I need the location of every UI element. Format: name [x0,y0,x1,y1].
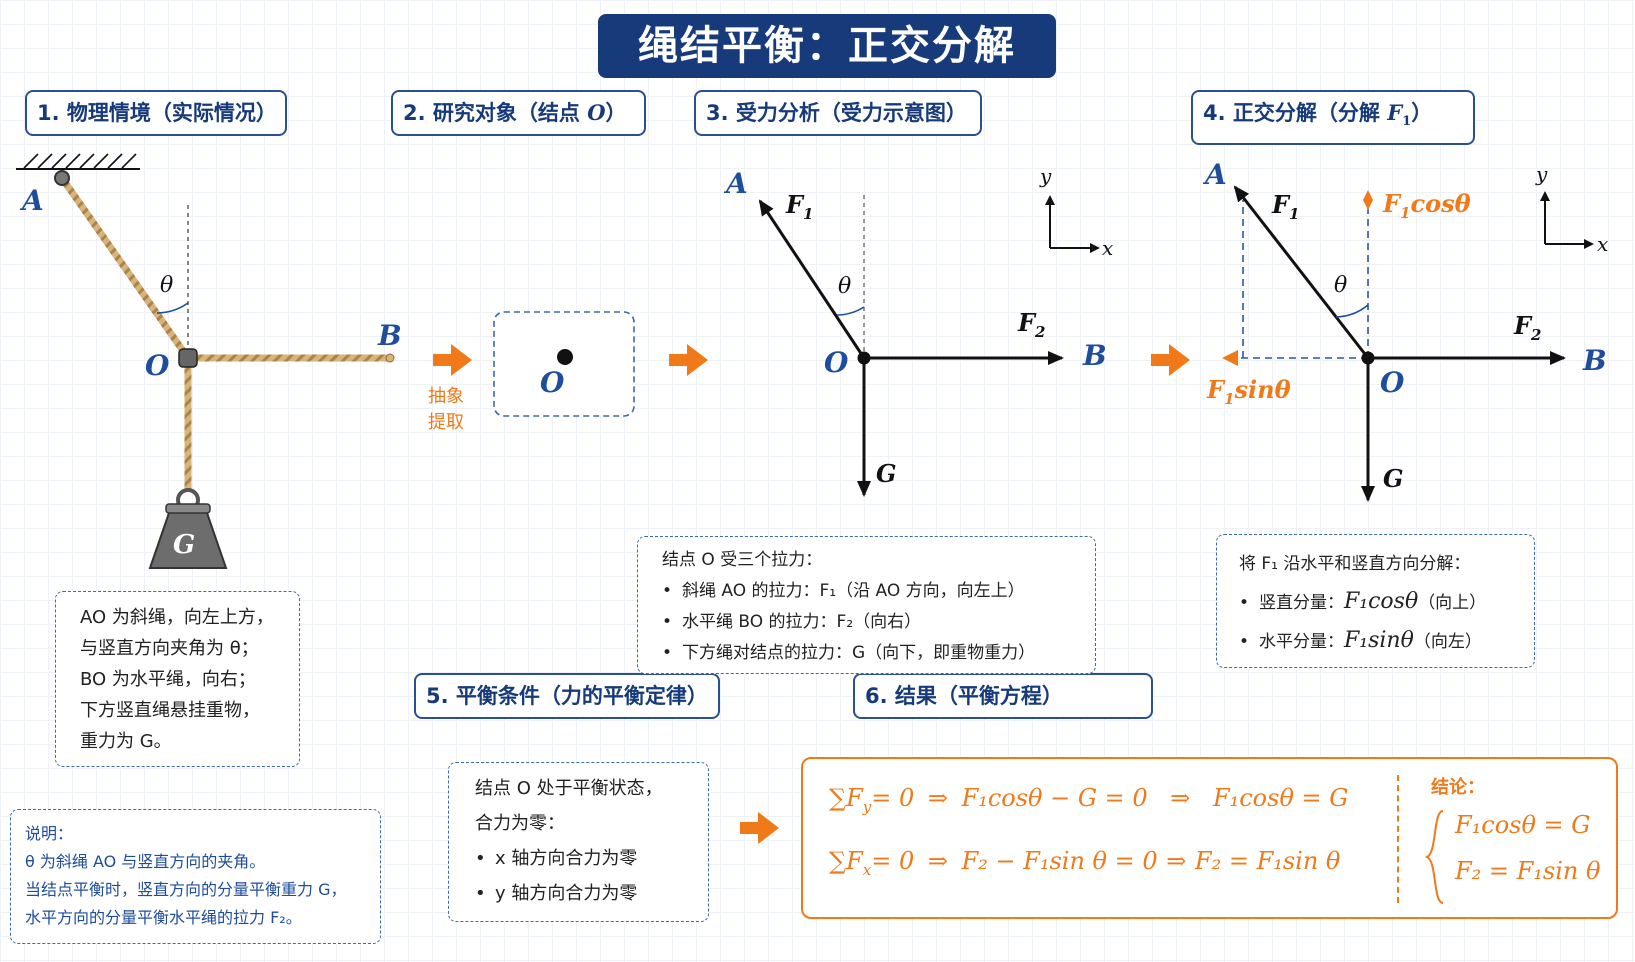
knot-O [178,348,198,368]
decomp-theta-arc [1335,304,1369,318]
scene-theta-arc [156,302,189,314]
decomp-note-vertical: 竖直分量：F₁cosθ（向上） [1239,583,1534,622]
fbd-label-theta: θ [838,274,851,299]
decomp-arrow-sin-head [1222,350,1238,366]
scene-note-line: 下方竖直绳悬挂重物， [80,700,260,721]
forces-note: 结点 O 受三个拉力： 斜绳 AO 的拉力：F₁（沿 AO 方向，向左上） 水平… [637,536,1096,674]
decomp-label-F1cos: F1cosθ [1382,189,1471,222]
forces-note-item: 斜绳 AO 的拉力：F₁（沿 AO 方向，向左上） [662,576,1095,607]
balance-note-line: 结点 O 处于平衡状态， [475,778,663,799]
rope-B-end [385,353,395,363]
section-header-4-suffix: ） [1411,101,1433,125]
decomp-label-B: B [1582,344,1607,377]
result-row-x: ∑Fx= 0 ⇒ F₂ − F₁sin θ = 0 ⇒ F₂ = F₁sin θ [829,847,1341,879]
section-header-5: 5. 平衡条件（力的平衡定律） [414,673,720,719]
decomp-label-F1sin: F1sinθ [1206,375,1291,408]
scene-label-theta: θ [160,273,173,298]
flow-arrow-2 [669,344,708,376]
decomp-label-O: O [1380,366,1405,399]
section-header-2: 2. 研究对象（结点 O） [391,90,646,136]
fbd-point-O [857,351,871,365]
scene-note-line: BO 为水平绳，向右； [80,669,256,690]
decomp-axis-x: x [1597,232,1608,256]
fbd-theta-arc [836,306,865,316]
decomp-label-G: G [1383,464,1404,493]
fbd-label-O: O [824,346,849,379]
flow-arrow-4 [740,812,779,844]
flow-arrow-3 [1151,344,1190,376]
result-divider [1397,775,1399,903]
rope-AO [58,174,192,362]
explain-box: 说明： θ 为斜绳 AO 与竖直方向的夹角。 当结点平衡时，竖直方向的分量平衡重… [10,809,381,944]
fbd-label-F1: F1 [785,190,813,223]
explain-line: 当结点平衡时，竖直方向的分量平衡重力 G， [25,880,347,899]
section-header-2-var: O [587,100,606,125]
conclusion-head: 结论： [1431,777,1485,798]
section-header-4-var: F [1387,100,1403,125]
section-header-6: 6. 结果（平衡方程） [853,673,1153,719]
decomp-note: 将 F₁ 沿水平和竖直方向分解： 竖直分量：F₁cosθ（向上） 水平分量：F₁… [1216,534,1535,668]
fbd-label-G: G [876,459,897,488]
section-header-2-prefix: 2. 研究对象（结点 [403,101,588,125]
scene-note-line: 重力为 G。 [80,731,172,752]
fbd-axis-x: x [1102,236,1113,260]
section-header-4-sub: 1 [1402,114,1412,130]
weight-top [165,503,211,514]
fbd-axis-y: y [1039,164,1052,188]
object-point-O [557,349,573,365]
result-row-y: ∑Fy= 0 ⇒ F₁cosθ − G = 0 ⇒ F₁cosθ = G [829,784,1349,816]
decomp-point-O [1361,351,1375,365]
section-header-3: 3. 受力分析（受力示意图） [694,90,982,136]
decomp-label-A: A [1202,158,1227,191]
result-box: ∑Fy= 0 ⇒ F₁cosθ − G = 0 ⇒ F₁cosθ = G ∑Fx… [801,757,1618,919]
section-header-1: 1. 物理情境（实际情况） [25,90,287,136]
explain-head: 说明： [25,824,74,843]
scene-ceiling [16,153,140,170]
scene-label-A: A [19,184,44,217]
anchor-A [54,170,70,186]
decomp-note-horizontal: 水平分量：F₁sinθ（向左） [1239,622,1534,661]
scene-label-O: O [145,349,170,382]
forces-note-item: 水平绳 BO 的拉力：F₂（向右） [662,607,1095,638]
abstract-label-2: 提取 [428,412,464,433]
explain-line: θ 为斜绳 AO 与竖直方向的夹角。 [25,852,266,871]
section-header-2-suffix: ） [605,101,627,125]
balance-note-item: x 轴方向合力为零 [475,841,708,876]
scene-note: AO 为斜绳，向左上方， 与竖直方向夹角为 θ； BO 为水平绳，向右； 下方竖… [55,591,300,767]
conclusion-brace [1425,810,1444,904]
scene-label-G: G [173,530,195,560]
section-header-4-prefix: 4. 正交分解（分解 [1203,101,1388,125]
decomp-note-head: 将 F₁ 沿水平和竖直方向分解： [1239,554,1471,574]
decomp-axis-y: y [1535,162,1548,186]
conclusion-eq-1: F₁cosθ = G [1455,811,1591,839]
decomp-arrow-F1 [1233,185,1370,359]
fbd-label-F2: F2 [1017,308,1045,341]
page-title: 绳结平衡：正交分解 [598,14,1056,78]
abstract-label-1: 抽象 [428,386,464,407]
scene-label-B: B [377,319,402,352]
decomp-axes [1540,191,1594,249]
decomp-label-theta: θ [1334,273,1347,298]
forces-note-item: 下方绳对结点的拉力：G（向下，即重物重力） [662,638,1095,669]
decomp-arrow-cos-head [1363,190,1373,210]
flow-arrow-1 [433,344,472,376]
conclusion-eq-2: F₂ = F₁sin θ [1455,857,1601,885]
forces-note-head: 结点 O 受三个拉力： [662,550,823,570]
fbd-label-A: A [723,167,748,200]
balance-note-item: y 轴方向合力为零 [475,876,708,911]
balance-note: 结点 O 处于平衡状态， 合力为零： x 轴方向合力为零 y 轴方向合力为零 [448,762,709,922]
balance-note-line: 合力为零： [475,813,565,834]
scene-note-line: 与竖直方向夹角为 θ； [80,638,259,659]
fbd-arrow-F1 [758,199,866,359]
scene-note-line: AO 为斜绳，向左上方， [80,607,274,628]
explain-line: 水平方向的分量平衡水平绳的拉力 F₂。 [25,908,302,927]
fbd-label-B: B [1082,339,1107,372]
fbd-axes [1045,195,1100,253]
decomp-label-F1: F1 [1271,190,1299,223]
section-header-4: 4. 正交分解（分解 F1） [1191,90,1475,146]
decomp-label-F2: F2 [1513,311,1541,344]
object-label-O: O [540,366,565,399]
